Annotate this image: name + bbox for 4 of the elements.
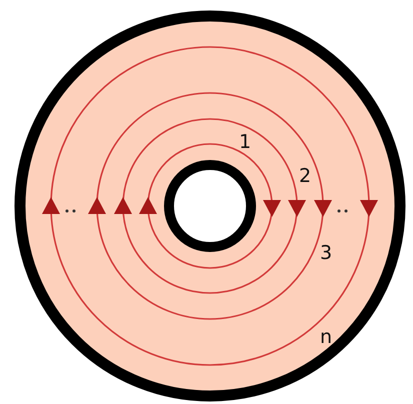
loop-number: 3 (320, 244, 332, 263)
loop-number: 1 (239, 133, 252, 152)
loop-number: n (320, 328, 332, 347)
loop-number: 2 (299, 167, 312, 186)
